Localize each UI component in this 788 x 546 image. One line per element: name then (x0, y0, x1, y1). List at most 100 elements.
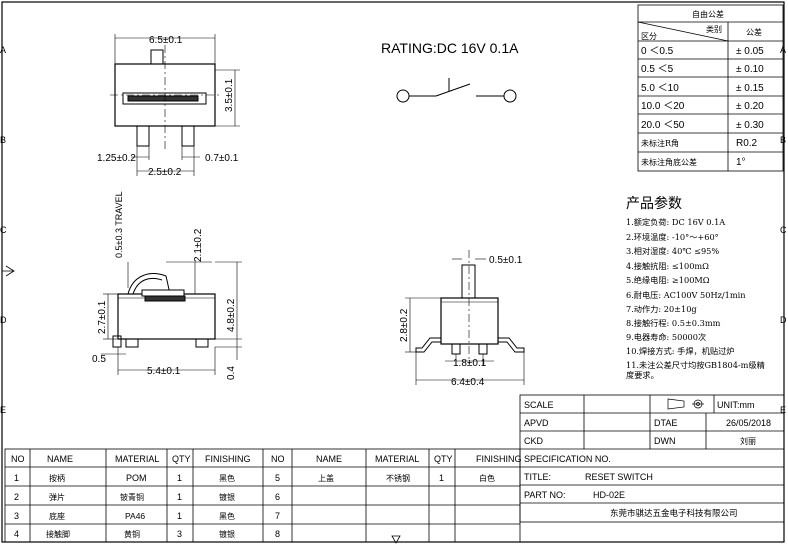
bom-cell: 按柄 (49, 473, 65, 483)
label-title: TITLE: (524, 472, 551, 482)
param-line: 7.动作力: 20±10g (626, 304, 697, 314)
bom-cell: 1 (177, 492, 182, 502)
label-part-no: PART NO: (524, 490, 566, 500)
param-line: 8.接触行程: 0.5±0.3mm (626, 318, 721, 328)
bom-row: 3 底座 PA46 1 黑色 7 (14, 511, 280, 521)
bom-cell: 5 (275, 473, 280, 483)
dim-top-left: 1.25±0.2 (97, 153, 136, 164)
bom-cell: 8 (275, 529, 280, 539)
centering-mark-bottom (391, 535, 401, 544)
tolerance-value: 1° (736, 157, 746, 168)
zone-letter-c-right: C (780, 225, 787, 235)
bom-cell: 1 (177, 511, 182, 521)
param-line: 5.绝缘电阻: ≥100MΩ (626, 275, 710, 285)
top-view (110, 34, 240, 176)
tolerance-range: 0.5 ＜5 (641, 64, 674, 75)
dim-top-right: 0.7±0.1 (205, 153, 239, 164)
label-apvd: APVD (524, 418, 549, 428)
bom-cell: 3 (177, 529, 182, 539)
tolerance-value: ± 0.20 (736, 101, 764, 112)
bom-cell: 底座 (49, 511, 65, 521)
tolerance-rows: 0 ＜0.5 ± 0.05 0.5 ＜5 ± 0.10 5.0 ＜10 ± 0.… (641, 46, 764, 168)
tolerance-head-tolerance: 公差 (746, 27, 762, 37)
dim-top-height: 3.5±0.1 (224, 78, 235, 112)
bom-header-name: NAME (47, 454, 73, 464)
tolerance-range: 10.0 ＜20 (641, 101, 685, 112)
value-drawer: 刘丽 (740, 436, 756, 446)
tolerance-value: ± 0.30 (736, 120, 764, 131)
tolerance-value: ± 0.15 (736, 83, 764, 94)
bom-header-name-2: NAME (316, 454, 342, 464)
centering-mark-left (2, 265, 15, 277)
bom-cell: 铍青铜 (120, 492, 144, 502)
bom-header-finishing-2: FINISHING (476, 454, 522, 464)
bom-header-no: NO (11, 454, 25, 464)
value-part-no: HD-02E (593, 490, 625, 500)
param-line: 9.电器寿命: 50000次 (626, 332, 706, 342)
param-line: 1.额定负荷: DC 16V 0.1A (626, 217, 725, 227)
bom-cell: PA46 (125, 511, 145, 521)
bom-cell: 黄铜 (124, 529, 140, 539)
tolerance-range: 未标注角底公差 (641, 157, 697, 167)
bom-cell: 不锈钢 (386, 473, 410, 483)
bom-row: 2 弹片 铍青铜 1 镀银 6 (14, 492, 280, 502)
param-line: 度要求。 (626, 370, 659, 380)
param-line: 4.接触抗阻: ≤100mΩ (626, 261, 709, 271)
dim-front-shaft: 0.5±0.1 (489, 255, 523, 266)
bom-cell: 上盖 (318, 473, 334, 483)
param-line: 2.环境温度: -10°～+60° (626, 232, 719, 242)
zone-letter-d-left: D (0, 315, 7, 325)
dim-front-pitch: 1.8±0.1 (453, 358, 487, 369)
tolerance-title: 自由公差 (692, 9, 724, 19)
bom-cell: 6 (275, 492, 280, 502)
tolerance-range: 20.0 ＜50 (641, 120, 685, 131)
bom-cell: 白色 (479, 473, 495, 483)
bom-cell: 弹片 (49, 492, 65, 502)
bom-cell: 1 (14, 473, 19, 483)
value-date: 26/05/2018 (726, 418, 771, 428)
param-line: 11.未注公差尺寸均按GB1804-m级精 (626, 360, 765, 370)
tolerance-head-category: 类别 (706, 24, 722, 34)
bom-cell: 1 (439, 473, 444, 483)
tolerance-range: 0 ＜0.5 (641, 46, 674, 57)
params-title: 产品参数 (626, 195, 682, 212)
switch-symbol (396, 78, 517, 103)
bom-header-qty-2: QTY (434, 454, 453, 464)
zone-letter-e-right: E (780, 405, 786, 415)
param-line: 6.耐电压: AC100V 50Hz/1min (626, 290, 746, 300)
tolerance-value: ± 0.10 (736, 64, 764, 75)
bom-cell: 黑色 (219, 511, 235, 521)
dim-travel: 0.5±0.3 TRAVEL (114, 191, 124, 258)
bom-header-material-2: MATERIAL (375, 454, 419, 464)
projection-symbol-icon (667, 398, 704, 410)
params-list: 1.额定负荷: DC 16V 0.1A 2.环境温度: -10°～+60° 3.… (626, 217, 765, 380)
dim-top-width: 6.5±0.1 (149, 35, 183, 46)
company-name: 东莞市骐达五金电子科技有限公司 (610, 508, 738, 519)
zone-letter-b-left: B (0, 135, 6, 145)
bom-row: 1 按柄 POM 1 黑色 5 上盖 不锈钢 1 白色 (14, 473, 495, 483)
param-line: 3.相对湿度: 40℃ ≤95% (626, 246, 719, 256)
dim-side-right-height: 4.8±0.2 (226, 298, 237, 332)
bom-cell: 镀银 (219, 529, 235, 539)
bom-header-qty: QTY (172, 454, 191, 464)
label-specification: SPECIFICATION NO. (524, 454, 611, 464)
label-ckd: CKD (524, 436, 544, 446)
tolerance-range: 未标注R角 (641, 138, 679, 148)
bom-cell: 7 (275, 511, 280, 521)
tolerance-range: 5.0 ＜10 (641, 83, 679, 94)
bom-header-finishing: FINISHING (205, 454, 251, 464)
dim-side-bottom: 5.4±0.1 (147, 366, 181, 377)
bom-cell: POM (126, 473, 147, 483)
dim-side-left-pin: 0.5 (92, 354, 106, 365)
zone-letter-c-left: C (0, 225, 7, 235)
param-line: 10.焊接方式: 手焊，机贴过炉 (626, 346, 734, 356)
bom-row: 4 接触脚 黄铜 3 镀银 8 (14, 529, 280, 539)
bom-cell: 镀银 (219, 492, 235, 502)
bom-cell: 1 (177, 473, 182, 483)
dim-side-pin-height: 0.4 (226, 366, 237, 380)
zone-letter-d-right: D (780, 315, 787, 325)
zone-letter-a-left: A (0, 45, 6, 55)
bom-cell: 接触脚 (46, 529, 70, 539)
tolerance-value: ± 0.05 (736, 46, 764, 57)
